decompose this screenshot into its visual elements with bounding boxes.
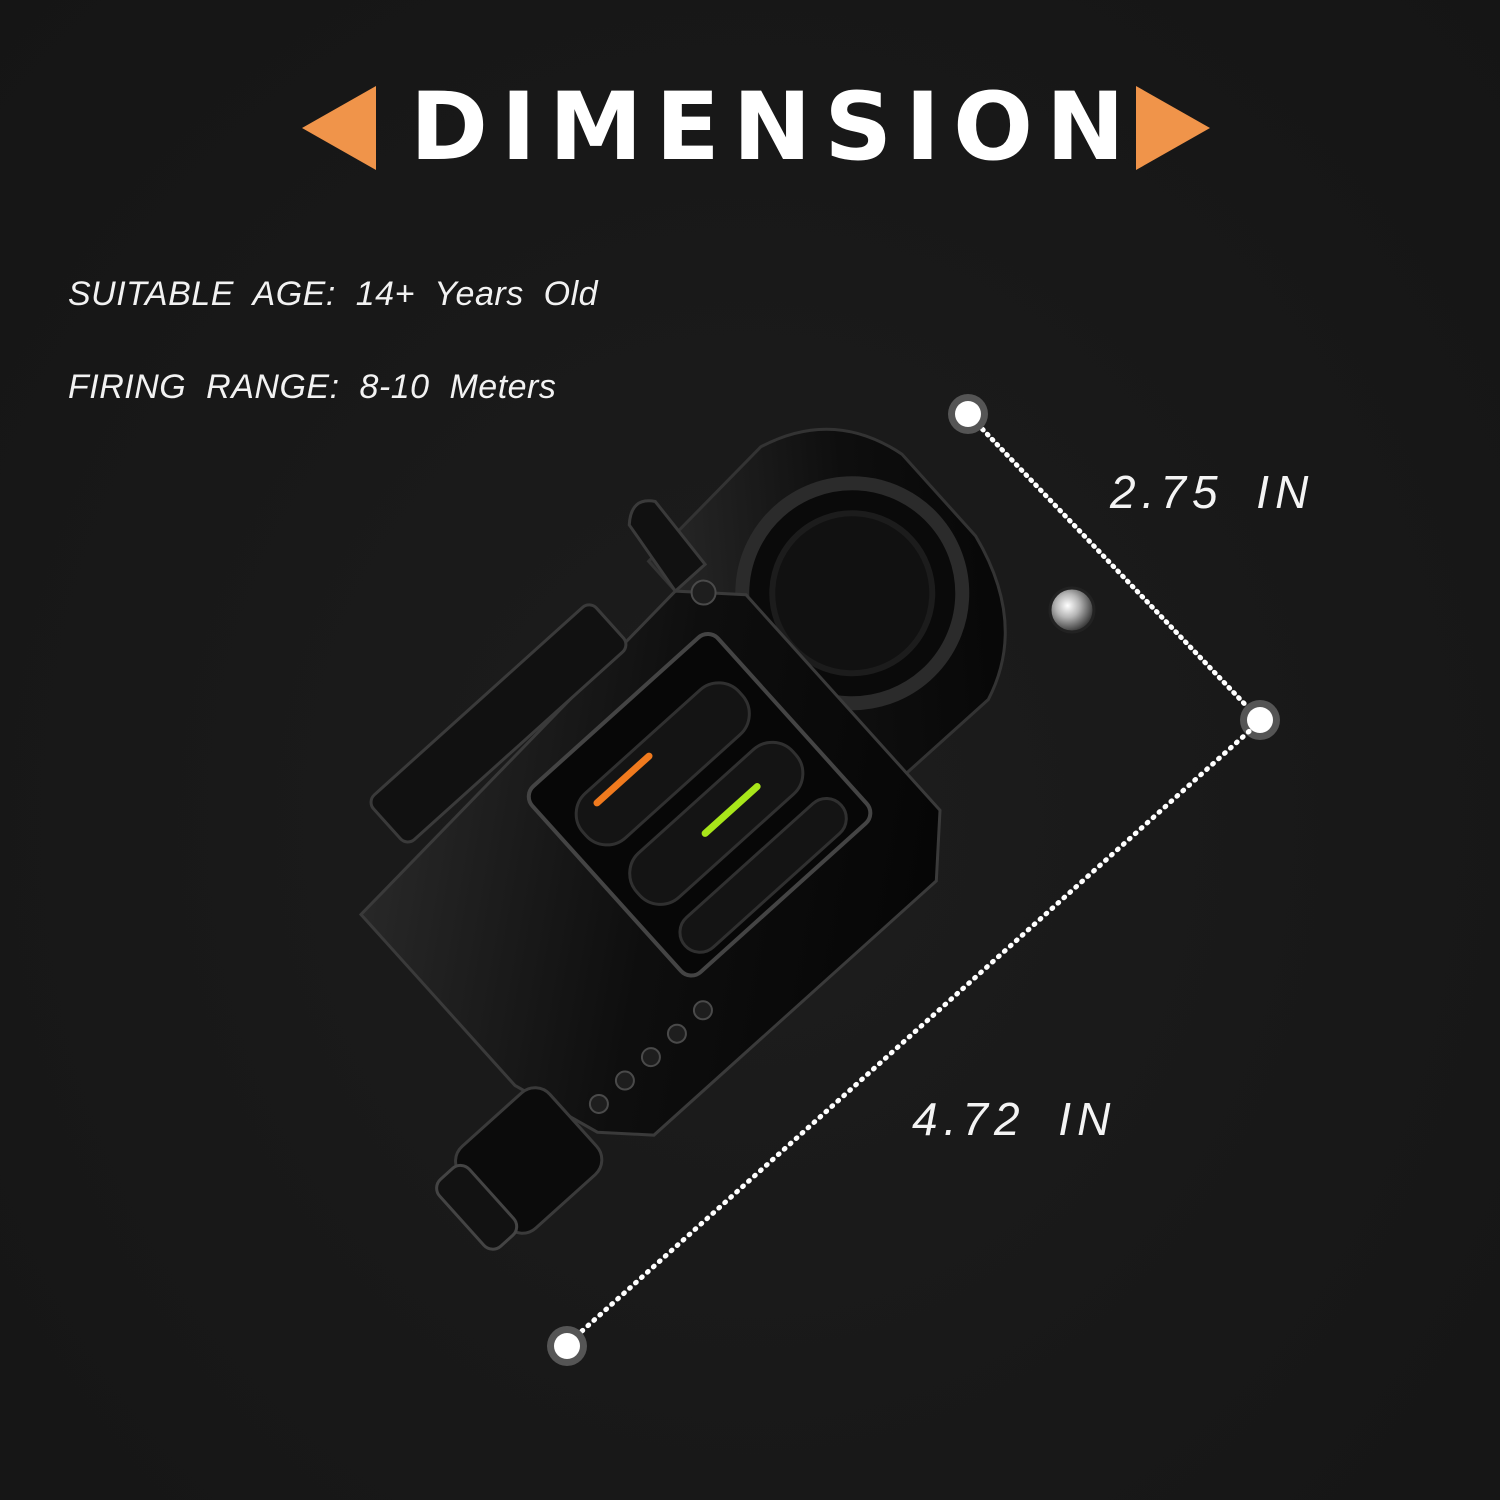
steel-ball xyxy=(1048,586,1096,634)
dimension-line-width xyxy=(948,394,1280,740)
blaster-body xyxy=(358,427,1007,1251)
dimension-width-label: 2.75 IN xyxy=(1110,466,1315,518)
triangle-left-icon xyxy=(302,86,376,170)
dimension-line-length xyxy=(547,723,1258,1366)
page-title: DIMENSION xyxy=(410,73,1138,182)
triangle-right-icon xyxy=(1136,86,1210,170)
header: DIMENSION xyxy=(0,70,1500,190)
spec-firing-range: FIRING RANGE: 8-10 Meters xyxy=(68,368,557,406)
dimension-length-label: 4.72 IN xyxy=(912,1093,1117,1145)
spec-suitable-age: SUITABLE AGE: 14+ Years Old xyxy=(68,275,599,313)
